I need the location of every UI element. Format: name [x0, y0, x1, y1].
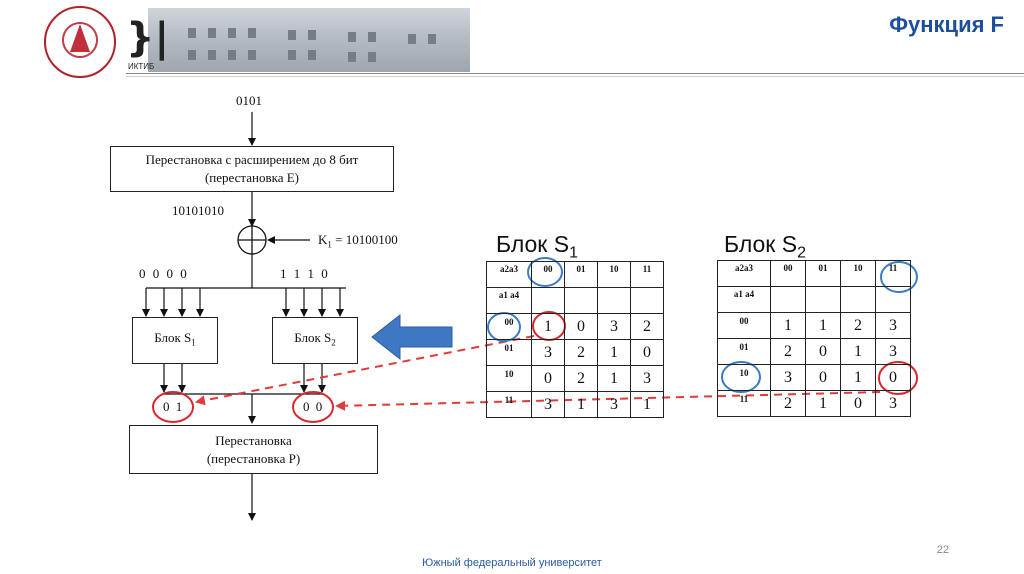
expansion-box-line2: (перестановка E): [204, 170, 300, 185]
header-divider: [126, 73, 1024, 74]
round-key-label: K1 = 10100100: [318, 232, 398, 250]
university-logo-inner-ring: [62, 22, 98, 58]
perm-box-line1: Перестановка: [215, 432, 292, 448]
expansion-permutation-box: Перестановка с расширением до 8 бит (пер…: [110, 146, 394, 192]
sbox2-corner-row: a1 a4: [717, 286, 771, 313]
header-building-photo: [148, 8, 470, 72]
highlight-output-s1: [152, 391, 194, 423]
input-bits: 0101: [236, 93, 262, 108]
highlight-output-s2: [292, 391, 334, 423]
sbox1-title: Блок S1: [496, 231, 579, 262]
ictib-logo-text: ИКТИБ: [128, 62, 155, 71]
header-divider-secondary: [126, 76, 1024, 77]
s-block-2: Блок S2: [272, 317, 358, 364]
sbox2-corner-col: a2a3: [717, 260, 771, 287]
slide-title: Функция F: [889, 12, 1004, 37]
sbox2-title: Блок S2: [724, 231, 807, 262]
permutation-p-box: Перестановка (перестановка P): [129, 425, 378, 474]
expanded-bits: 10101010: [172, 203, 224, 218]
university-logo-emblem: [70, 24, 90, 52]
university-logo: [44, 6, 116, 78]
s1-output-bits: 0 1: [163, 399, 183, 414]
left-input-bits: 0 0 0 0: [139, 266, 187, 281]
sbox1-corner-col: a2a3: [486, 261, 532, 288]
right-input-bits: 1 1 1 0: [280, 266, 328, 281]
page-number: 22: [936, 544, 949, 556]
sbox1-corner-row: a1 a4: [486, 287, 532, 314]
s2-output-bits: 0 0: [303, 399, 323, 414]
ictib-logo-icon: }|: [126, 15, 170, 61]
blue-arrow-icon: [371, 313, 453, 361]
footer-university: Южный федеральный университет: [422, 557, 602, 569]
expansion-box-line1: Перестановка с расширением до 8 бит: [145, 152, 359, 167]
dashed-arrow-s1: [195, 335, 535, 406]
perm-box-line2: (перестановка P): [206, 450, 301, 466]
s-block-1: Блок S1: [132, 317, 218, 364]
